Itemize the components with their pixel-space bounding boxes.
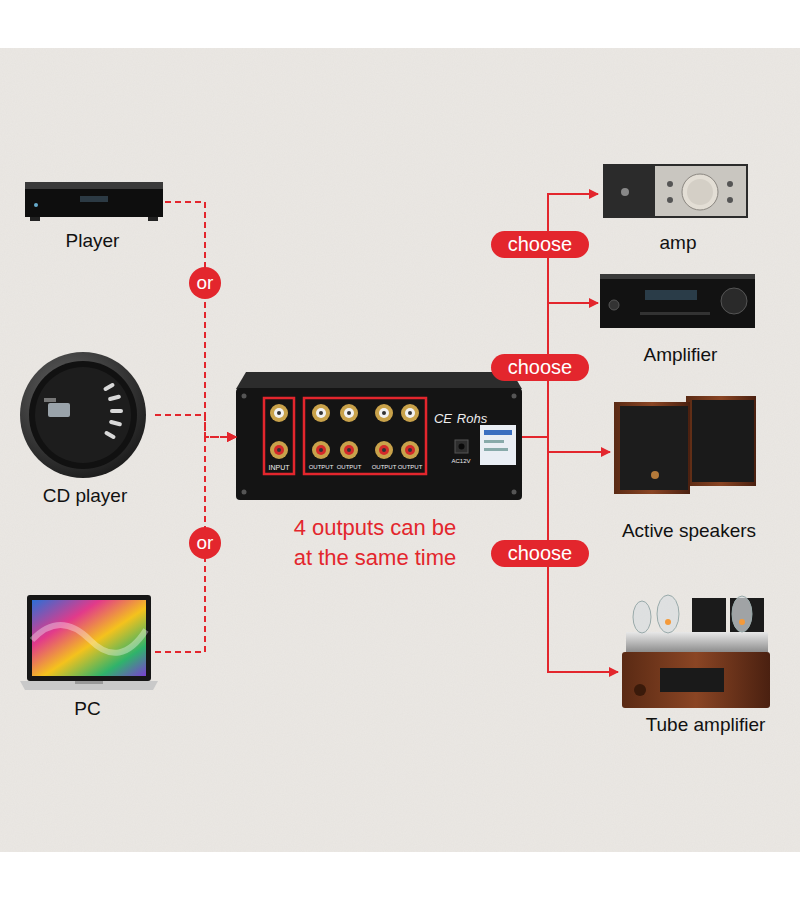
pc-node: PC <box>20 590 155 722</box>
amp-node: amp <box>598 158 758 258</box>
splitter-device-node: INPUTOUTPUTOUTPUTOUTPUTOUTPUTCERohsAC12V <box>236 370 522 502</box>
av-amplifier-illustration <box>600 274 755 328</box>
choose-badge: choose <box>491 540 589 567</box>
device-label: Player <box>20 230 165 252</box>
source-link <box>165 202 236 437</box>
player-node: Player <box>20 172 165 256</box>
player-illustration <box>25 182 163 221</box>
amp-illustration <box>603 164 748 218</box>
splitter-device-illustration <box>236 372 522 500</box>
tube-amplifier-illustration <box>622 595 770 708</box>
panel-text: OUTPUT <box>395 464 425 470</box>
or-badge: or <box>189 267 221 299</box>
amplifier-node: Amplifier <box>598 268 763 370</box>
choose-badge: choose <box>491 231 589 258</box>
panel-text: OUTPUT <box>334 464 364 470</box>
panel-text: CE <box>432 411 454 426</box>
laptop-illustration <box>20 595 158 690</box>
cd-player-node: CD player <box>15 350 155 512</box>
output-link <box>522 437 610 452</box>
panel-text: OUTPUT <box>306 464 336 470</box>
tube-amplifier-node: Tube amplifier <box>618 590 793 738</box>
speakers-illustration <box>614 396 756 494</box>
panel-text: AC12V <box>446 458 476 464</box>
device-label: CD player <box>15 485 155 507</box>
paper-background <box>0 48 800 852</box>
source-link <box>155 415 236 437</box>
paper-texture <box>0 48 800 852</box>
device-label: PC <box>20 698 155 720</box>
device-label: Amplifier <box>598 344 763 366</box>
source-link <box>155 437 236 652</box>
choose-badge: choose <box>491 354 589 381</box>
cd-player-illustration <box>20 352 146 478</box>
note-text: 4 outputs can be at the same time <box>287 513 463 573</box>
panel-text: INPUT <box>264 464 294 471</box>
device-label: amp <box>598 232 758 254</box>
panel-text: Rohs <box>454 411 490 426</box>
or-badge: or <box>189 527 221 559</box>
device-label: Active speakers <box>610 520 768 542</box>
active-speakers-node: Active speakers <box>610 392 768 544</box>
device-label: Tube amplifier <box>618 714 793 736</box>
panel-text: OUTPUT <box>369 464 399 470</box>
